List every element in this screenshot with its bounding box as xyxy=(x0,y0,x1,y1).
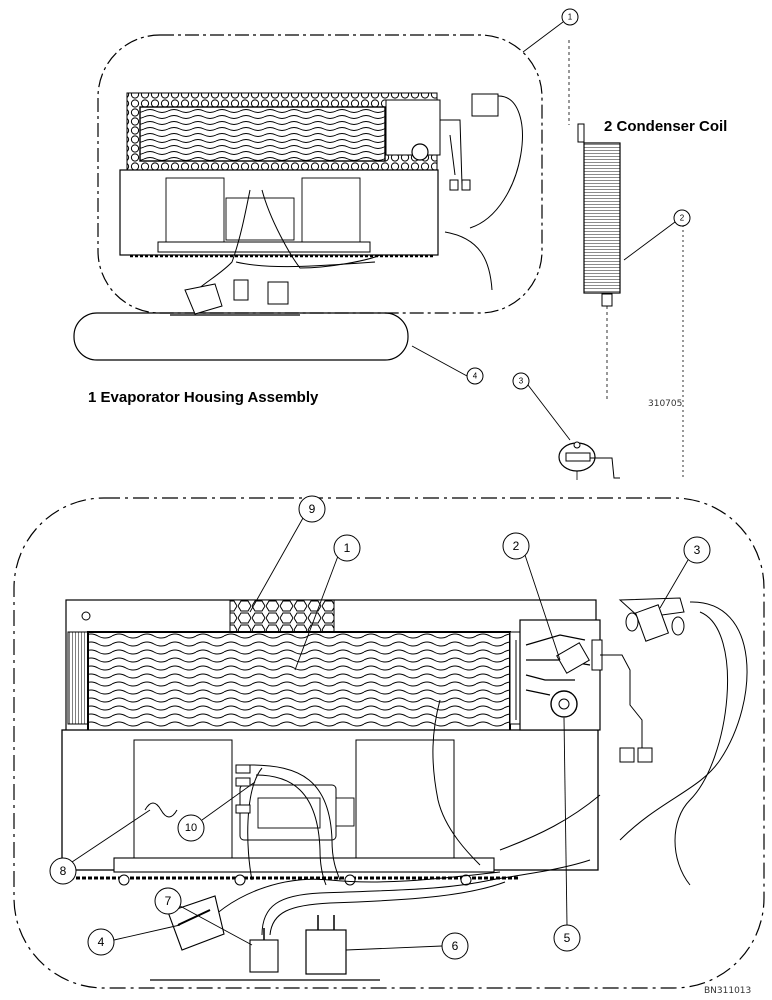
top-switch-6 xyxy=(267,281,289,305)
top-switch-7 xyxy=(233,279,249,301)
callout-7-label: 7 xyxy=(165,894,172,908)
bracket xyxy=(167,895,225,951)
top-blower-right xyxy=(301,177,361,249)
callout-3 xyxy=(683,536,711,564)
callout-top-4-label: 4 xyxy=(473,372,478,381)
callouts-top: 1 2 3 4 xyxy=(411,8,691,441)
fin-pack-left xyxy=(67,631,91,725)
callout-5-label: 5 xyxy=(564,931,571,945)
callout-2-label: 2 xyxy=(513,539,520,553)
callout-2 xyxy=(502,532,530,560)
callout-top-1 xyxy=(561,8,579,26)
callout-10-label: 10 xyxy=(185,822,197,834)
callout-4-label: 4 xyxy=(98,935,105,949)
relay-6 xyxy=(305,929,347,975)
callout-top-3 xyxy=(512,372,530,390)
callout-top-4 xyxy=(466,367,484,385)
top-mount-bar xyxy=(157,241,371,253)
mount-bar xyxy=(113,857,495,873)
callout-1-label: 1 xyxy=(344,541,351,555)
condenser-coil xyxy=(558,40,684,480)
top-heater-valve xyxy=(471,93,499,117)
callout-top-3-label: 3 xyxy=(519,377,524,386)
callout-6 xyxy=(441,932,469,960)
callout-7 xyxy=(154,887,182,915)
top-motor xyxy=(225,197,295,241)
callout-top-2-label: 2 xyxy=(680,214,685,223)
callout-top-2 xyxy=(673,209,691,227)
figure-code-main: BN311013 xyxy=(704,986,751,996)
callout-5 xyxy=(553,924,581,952)
evaporator-coil xyxy=(87,631,511,737)
callout-1 xyxy=(333,534,361,562)
callout-8 xyxy=(49,857,77,885)
callout-9-label: 9 xyxy=(309,502,316,516)
receiver-drier xyxy=(558,441,620,480)
callout-top-1-label: 1 xyxy=(568,13,573,22)
callout-6-label: 6 xyxy=(452,939,459,953)
detail-outline xyxy=(13,497,765,989)
callouts-main: 1 2 3 4 5 6 7 8 9 10 xyxy=(49,495,711,960)
callout-3-label: 3 xyxy=(694,543,701,557)
top-blower-left xyxy=(165,177,225,249)
figure-code-small: 310705 xyxy=(648,399,682,409)
condenser-fins xyxy=(583,142,621,294)
blower-right xyxy=(355,739,455,863)
callout-8-label: 8 xyxy=(60,864,67,878)
callout-10 xyxy=(177,814,205,842)
callout-9 xyxy=(298,495,326,523)
housing-base-outline xyxy=(73,312,409,361)
switch-7 xyxy=(249,939,279,973)
evaporator-housing-assembly-top xyxy=(73,34,543,361)
evaporator-title: 1 Evaporator Housing Assembly xyxy=(88,389,319,406)
blower-left xyxy=(133,739,233,863)
top-coil xyxy=(139,106,386,162)
callout-4 xyxy=(87,928,115,956)
evaporator-detail-view xyxy=(13,497,765,989)
top-valve-block xyxy=(385,99,441,156)
condenser-title: 2 Condenser Coil xyxy=(604,118,727,135)
heater-valve xyxy=(618,597,748,886)
